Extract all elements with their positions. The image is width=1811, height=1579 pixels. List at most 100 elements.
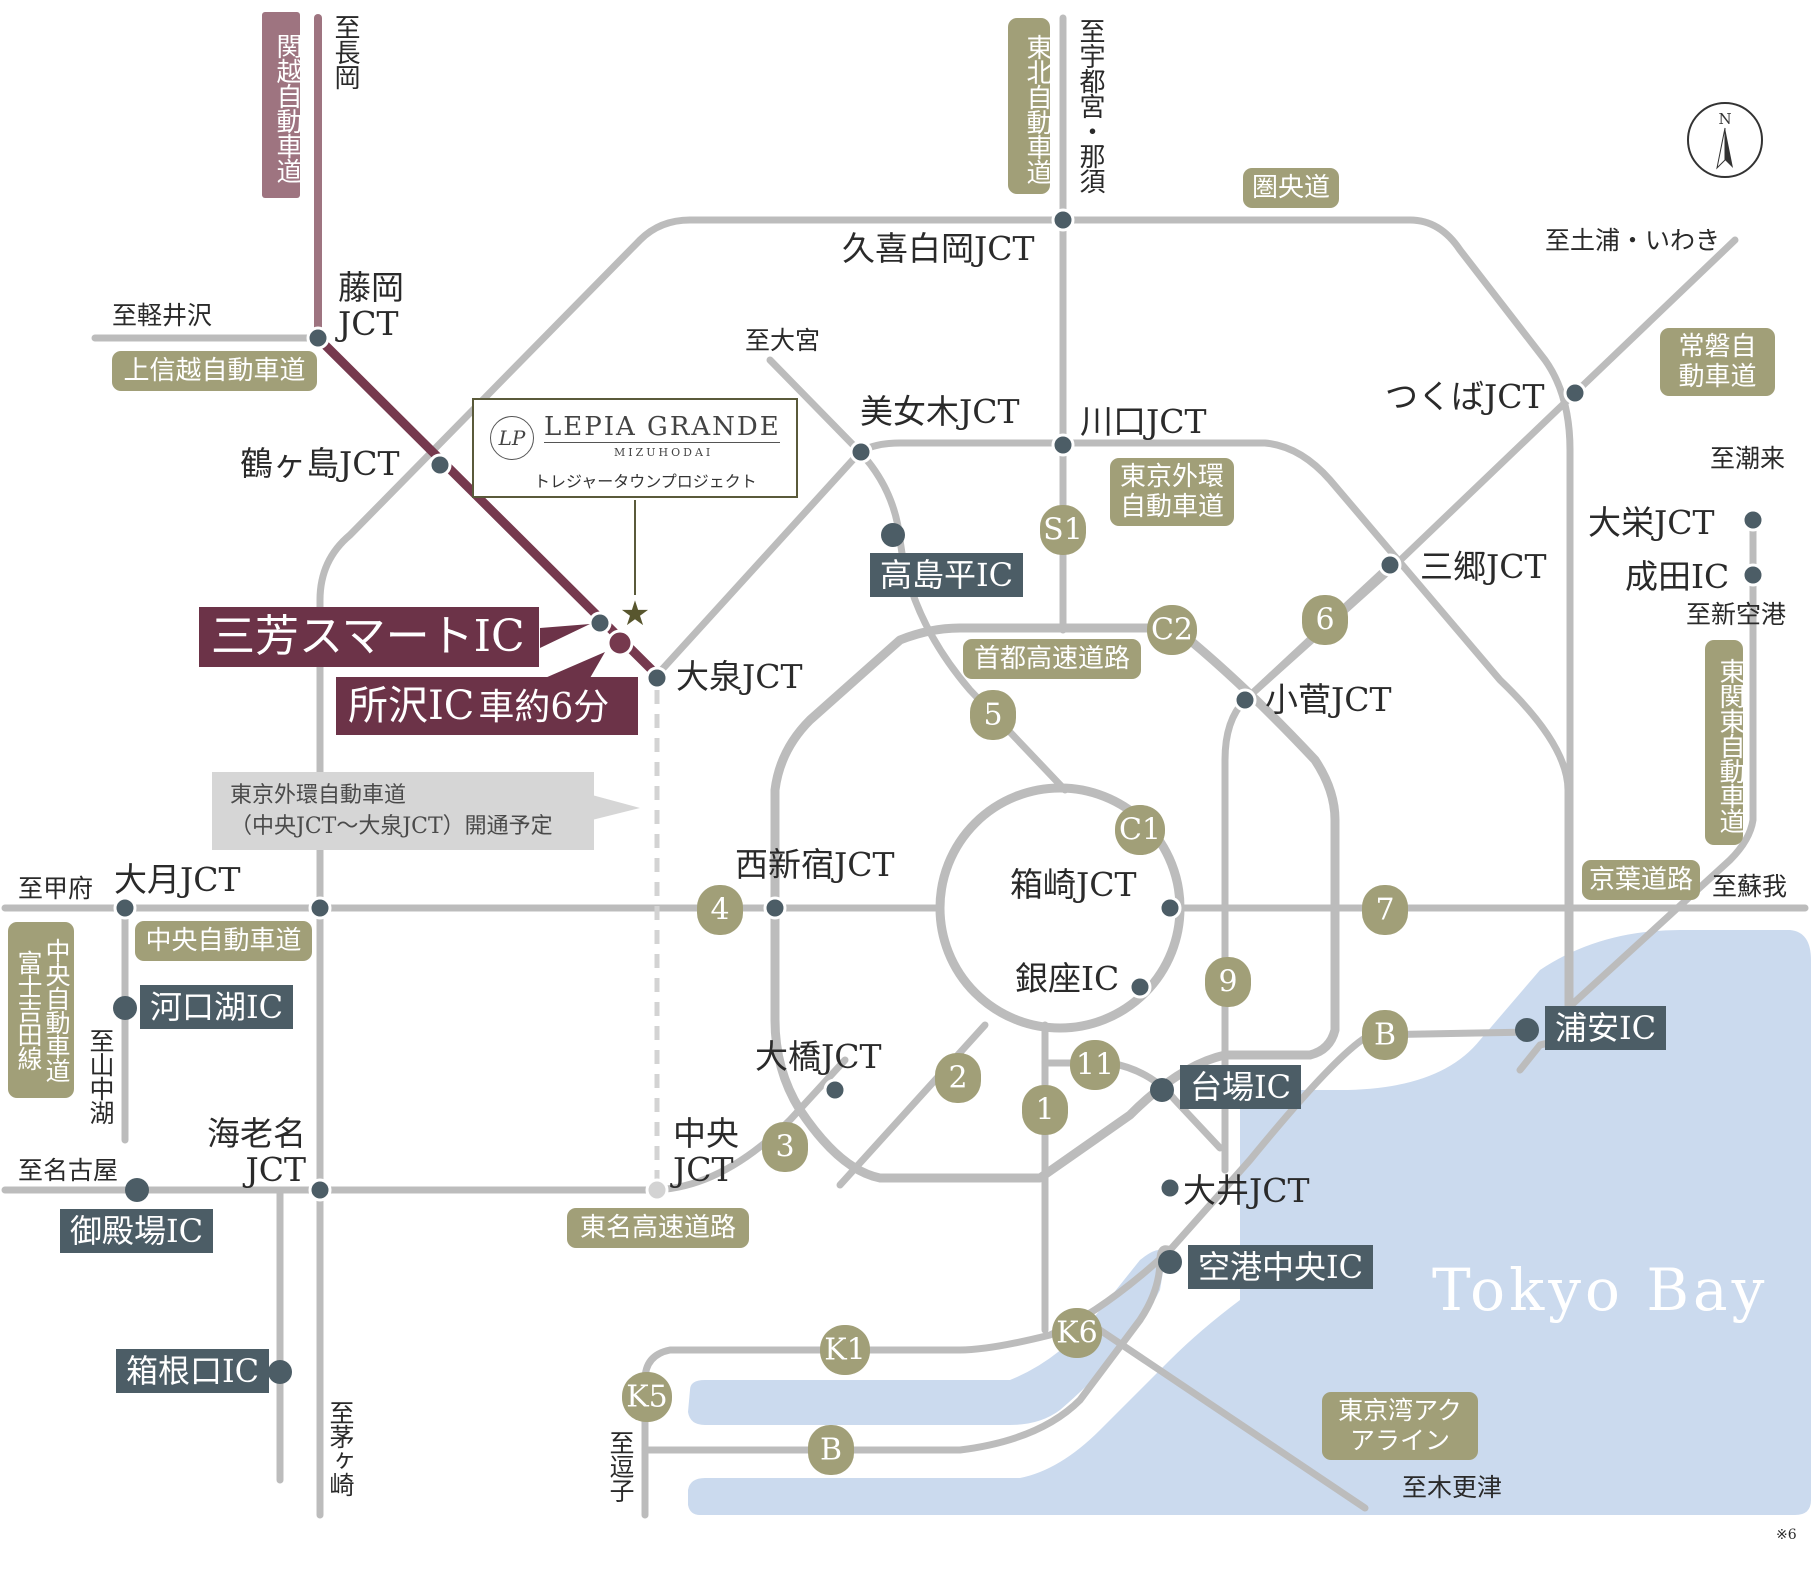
tokorozawa-ic-name: 所沢IC bbox=[348, 683, 475, 729]
plan-note-pointer bbox=[592, 795, 640, 820]
badge-b-west: B bbox=[808, 1425, 854, 1475]
dot-ohizumi bbox=[645, 666, 669, 690]
svg-text:1: 1 bbox=[1035, 1093, 1054, 1128]
ic-kuko-chuo: 空港中央IC bbox=[1188, 1245, 1374, 1289]
jct-ebina: 海老名JCT bbox=[207, 1114, 306, 1189]
land-strip-upper bbox=[688, 1250, 1165, 1425]
badge-4: 4 bbox=[697, 885, 743, 935]
dot-nishishinjuku bbox=[763, 896, 787, 920]
footnote: ※6 bbox=[1776, 1527, 1797, 1543]
jct-nishishinjuku: 西新宿JCT bbox=[735, 845, 895, 884]
tokorozawa-pointer bbox=[545, 652, 605, 678]
dot-daiba bbox=[1150, 1078, 1174, 1102]
svg-text:9: 9 bbox=[1218, 965, 1237, 1000]
dest-yamanakako: 至山中湖 bbox=[86, 1028, 115, 1124]
svg-text:C2: C2 bbox=[1151, 613, 1193, 648]
dot-bijogi bbox=[849, 440, 873, 464]
label-kenodo: 圏央道 bbox=[1243, 168, 1339, 208]
dest-utsunomiya: 至宇都宮・那須 bbox=[1075, 18, 1105, 193]
label-fujiyoshida: 中央自動車道富士吉田線 bbox=[8, 922, 74, 1098]
plan-note-line2: （中央JCT〜大泉JCT）開通予定 bbox=[230, 814, 553, 839]
label-kanetsu: 関越自動車道 bbox=[262, 12, 302, 198]
road-k1 bbox=[641, 1246, 1174, 1519]
svg-text:B: B bbox=[820, 1433, 842, 1468]
badge-5: 5 bbox=[970, 690, 1016, 740]
dest-tsuchiura: 至土浦・いわき bbox=[1545, 226, 1721, 255]
ic-narita: 成田IC bbox=[1625, 557, 1730, 596]
svg-text:5: 5 bbox=[983, 698, 1002, 733]
dot-tsukuba bbox=[1563, 381, 1587, 405]
dot-ebina bbox=[308, 1178, 332, 1202]
ic-daiba: 台場IC bbox=[1180, 1065, 1302, 1109]
badge-1: 1 bbox=[1022, 1085, 1068, 1135]
project-brand: LEPIA GRANDE bbox=[544, 412, 781, 442]
dot-misato bbox=[1378, 553, 1402, 577]
badge-c1: C1 bbox=[1115, 805, 1165, 855]
dest-zushi: 至逗子 bbox=[606, 1430, 635, 1502]
ic-urayasu: 浦安IC bbox=[1545, 1006, 1667, 1050]
label-chuo: 中央自動車道 bbox=[135, 921, 312, 961]
junction-dots bbox=[113, 208, 1765, 1384]
badge-c2: C2 bbox=[1147, 605, 1197, 655]
project-star-icon: ★ bbox=[620, 594, 650, 634]
jct-ohizumi: 大泉JCT bbox=[676, 657, 803, 696]
road-gaikan bbox=[653, 439, 1572, 1019]
dest-omiya: 至大宮 bbox=[745, 326, 821, 355]
road-higashikanto bbox=[1551, 516, 1757, 1024]
svg-text:S1: S1 bbox=[1043, 513, 1083, 548]
ic-gotemba: 御殿場IC bbox=[60, 1209, 214, 1253]
road-route-2 bbox=[836, 1021, 989, 1189]
badge-b-east: B bbox=[1362, 1010, 1408, 1060]
dot-hakozaki bbox=[1158, 896, 1182, 920]
road-b-west bbox=[641, 1245, 1174, 1454]
dot-chuo-jct bbox=[308, 896, 332, 920]
label-aqualine: 東京湾アクアライン bbox=[1322, 1392, 1478, 1460]
dot-gotemba bbox=[125, 1178, 149, 1202]
label-miyoshi-smart-ic[interactable]: 三芳スマートIC bbox=[199, 607, 539, 667]
dot-urayasu bbox=[1515, 1018, 1539, 1042]
jct-misato: 三郷JCT bbox=[1420, 547, 1547, 586]
dot-fujioka bbox=[306, 326, 330, 350]
dot-tsurugashima bbox=[428, 453, 452, 477]
jct-tsukuba: つくばJCT bbox=[1385, 377, 1545, 416]
project-card[interactable]: LP LEPIA GRANDE MIZUHODAI トレジャータウンプロジェクト bbox=[472, 398, 798, 498]
ic-ginza: 銀座IC bbox=[1015, 959, 1120, 998]
badge-9: 9 bbox=[1205, 957, 1251, 1007]
tokorozawa-drive-time: 車約6分 bbox=[478, 687, 610, 728]
road-aqualine bbox=[1081, 1316, 1369, 1512]
dot-kuko bbox=[1158, 1250, 1182, 1274]
label-higashikanto: 東関東自動車道 bbox=[1705, 640, 1745, 845]
route-badges: S1 C2 C1 5 6 4 7 9 B 2 11 3 1 K1 K6 K5 B bbox=[622, 505, 1408, 1475]
project-name: トレジャータウンプロジェクト bbox=[534, 472, 757, 491]
label-shutoko: 首都高速道路 bbox=[963, 639, 1141, 679]
svg-text:K6: K6 bbox=[1056, 1316, 1098, 1351]
label-tohoku: 東北自動車道 bbox=[1008, 18, 1052, 194]
svg-text:6: 6 bbox=[1315, 603, 1334, 638]
road-c2 bbox=[770, 623, 1340, 1183]
jct-otsuki: 大月JCT bbox=[114, 860, 241, 899]
label-joshinetsu: 上信越自動車道 bbox=[112, 351, 317, 391]
label-gaikan: 東京外環自動車道 bbox=[1110, 458, 1234, 526]
svg-text:3: 3 bbox=[775, 1130, 794, 1165]
dot-otsuki bbox=[113, 896, 137, 920]
dest-kisarazu: 至木更津 bbox=[1402, 1473, 1503, 1502]
plan-note: 東京外環自動車道 （中央JCT〜大泉JCT）開通予定 bbox=[212, 772, 594, 850]
dot-narita bbox=[1741, 563, 1765, 587]
dot-hakone bbox=[268, 1360, 292, 1384]
plan-note-line1: 東京外環自動車道 bbox=[230, 783, 407, 808]
ic-kawaguchiko: 河口湖IC bbox=[140, 985, 294, 1029]
svg-text:2: 2 bbox=[948, 1061, 967, 1096]
dot-kosuge bbox=[1233, 688, 1257, 712]
svg-text:N: N bbox=[1718, 110, 1731, 128]
project-monogram-icon: LP bbox=[490, 416, 534, 460]
dot-ohashi bbox=[823, 1078, 847, 1102]
compass-icon: N bbox=[1687, 102, 1763, 178]
dot-kawaguchiko bbox=[113, 996, 137, 1020]
badge-6: 6 bbox=[1302, 595, 1348, 645]
ic-hakone: 箱根口IC bbox=[116, 1349, 270, 1393]
svg-text:4: 4 bbox=[710, 893, 729, 928]
badge-11: 11 bbox=[1070, 1040, 1120, 1090]
jct-eiei: 大栄JCT bbox=[1588, 503, 1715, 542]
